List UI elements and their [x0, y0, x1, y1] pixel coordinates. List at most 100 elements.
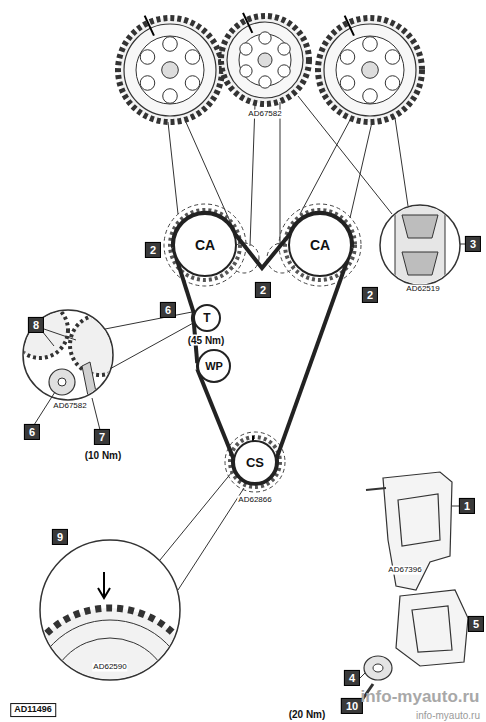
torque-value: (45 Nm) — [187, 335, 226, 346]
sprocket-rim — [324, 24, 416, 116]
callout-number: 7 — [94, 429, 110, 445]
timing-mark — [243, 13, 252, 33]
callout-number: 2 — [362, 287, 378, 303]
tensioner-body — [49, 369, 75, 395]
sprocket-hole — [185, 50, 200, 65]
leader-line — [395, 118, 408, 206]
callout-number: 3 — [465, 236, 481, 252]
figure-code: AD67582 — [52, 402, 87, 411]
leader-line — [280, 102, 281, 244]
upper-cover — [383, 472, 452, 590]
tensioner-bolt — [58, 378, 66, 386]
sprocket-hole — [259, 32, 271, 44]
sprocket-hole — [240, 65, 252, 77]
sprocket-teeth — [221, 16, 309, 104]
detail-circle — [380, 205, 460, 285]
callout-number: 5 — [468, 616, 484, 632]
pulley-circle — [174, 214, 236, 276]
sprocket-hub — [258, 53, 272, 67]
sprocket-hole — [140, 50, 155, 65]
sprocket-web — [336, 36, 404, 104]
sprocket-hole — [278, 65, 290, 77]
belt-section — [395, 205, 445, 285]
pulley-circle — [234, 441, 276, 483]
callout-number: 1 — [459, 498, 475, 514]
callout-number: 8 — [28, 317, 44, 333]
lower-cover — [396, 590, 468, 666]
leader-line — [350, 122, 372, 218]
sprocket-hole — [163, 89, 178, 104]
sprocket-web — [136, 36, 204, 104]
timing-mark — [345, 16, 354, 36]
sprocket-hole — [240, 43, 252, 55]
sprocket-rim — [124, 24, 216, 116]
gear — [70, 315, 130, 375]
pulley-node: CA — [288, 213, 352, 277]
callout-number: 6 — [24, 424, 40, 440]
leader-line — [108, 322, 195, 370]
pulley-label: CA — [195, 238, 215, 252]
pulley-label: CS — [246, 456, 264, 469]
figure-code: AD67582 — [247, 110, 282, 119]
sprocket-hole — [363, 89, 378, 104]
pulley-node: T — [193, 304, 221, 332]
leader-line — [44, 329, 76, 340]
leader-line — [250, 104, 255, 246]
callout-number: 2 — [145, 242, 161, 258]
figure-code: AD62866 — [237, 496, 272, 505]
callout-number: 6 — [160, 302, 176, 318]
sprocket-teeth — [318, 18, 422, 122]
pulley-circle — [289, 214, 351, 276]
belt-tooth — [402, 215, 438, 275]
watermark: info-myauto.ru — [361, 688, 480, 707]
callout-number: 2 — [255, 282, 271, 298]
highlight-circle — [164, 204, 246, 286]
highlight-circle — [279, 204, 361, 286]
allen-key — [82, 362, 96, 396]
callout-number: 4 — [344, 670, 360, 686]
pulley-teeth — [230, 437, 280, 487]
timing-arrow — [98, 572, 110, 598]
sprocket-hole — [340, 76, 355, 91]
sprocket-hole — [278, 43, 290, 55]
torque-value: (20 Nm) — [288, 709, 327, 720]
leader-line — [168, 122, 178, 214]
gear — [12, 302, 68, 358]
leader-line — [300, 120, 350, 214]
figure-code: AD62590 — [92, 663, 127, 672]
torque-value: (10 Nm) — [84, 450, 123, 461]
cover-bolt — [366, 488, 386, 490]
figure-code: AD67396 — [387, 566, 422, 575]
camshaft-sprocket — [118, 16, 222, 122]
sprocket-hole — [385, 50, 400, 65]
sprocket-hole — [385, 76, 400, 91]
pulley-hub — [373, 664, 383, 672]
leader-line — [100, 312, 192, 330]
camshaft-sprocket — [221, 13, 309, 104]
leader-line — [42, 331, 54, 346]
figure-code: AD62519 — [405, 285, 440, 294]
pulley-label: WP — [205, 361, 223, 372]
pulley-label: CA — [310, 238, 330, 252]
belt-detail — [395, 205, 445, 285]
sprocket-teeth — [118, 18, 222, 122]
callout-number: 9 — [52, 529, 68, 545]
timing-belt — [235, 234, 290, 268]
crank-rim — [48, 638, 172, 722]
sprocket-rim — [227, 22, 303, 98]
pulley-node: CA — [173, 213, 237, 277]
pulley-node: CS — [233, 440, 277, 484]
figure-code: AD11496 — [10, 703, 56, 717]
tensioner-detail — [12, 302, 130, 396]
sprocket-hole — [340, 50, 355, 65]
sprocket-hole — [259, 76, 271, 88]
sprocket-hole — [163, 37, 178, 52]
pulley-node: WP — [197, 349, 231, 383]
highlight-circle — [225, 432, 285, 492]
leader-line — [92, 398, 100, 430]
pulley-circle — [198, 350, 230, 382]
sprocket-hole — [185, 76, 200, 91]
crank-pulley — [364, 656, 392, 680]
